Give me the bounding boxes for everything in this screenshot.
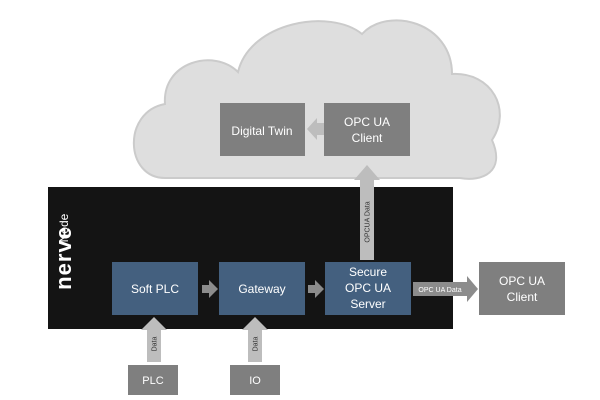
nerve-logo: nerve [51, 226, 76, 290]
arrow-server-to-cloud: OPCUA Data [354, 165, 380, 260]
digital-twin-label: Digital Twin [231, 124, 292, 138]
cloud-client-label-line1: OPC UA [344, 115, 390, 129]
soft-plc-label: Soft PLC [131, 282, 179, 296]
gateway-box: Gateway [219, 262, 305, 315]
digital-twin-box: Digital Twin [220, 103, 305, 156]
io-label: IO [249, 375, 261, 387]
io-device-box: IO [230, 365, 280, 395]
arrow-client-to-twin [307, 118, 324, 140]
plc-device-box: PLC [128, 365, 178, 395]
arrow-server-to-external-client: OPC UA Data [413, 276, 478, 302]
arrow-softplc-to-gateway [202, 280, 218, 298]
data-plc-label: Data [152, 337, 159, 352]
soft-plc-box: Soft PLC [112, 262, 198, 315]
plc-label: PLC [142, 375, 163, 387]
external-client-label-line2: Client [507, 290, 538, 304]
server-label-line3: Server [350, 297, 385, 311]
server-label-line2: OPC UA [345, 281, 391, 295]
external-client-label-line1: OPC UA [499, 274, 545, 288]
cloud-shape [132, 19, 501, 180]
server-label-line1: Secure [349, 265, 387, 279]
opcua-data-right-label: OPC UA Data [418, 287, 461, 294]
secure-opcua-server-box: Secure OPC UA Server [325, 262, 411, 315]
arrow-gateway-to-server [308, 280, 324, 298]
opcua-data-up-label: OPCUA Data [365, 201, 372, 242]
cloud-opcua-client-box: OPC UA Client [324, 103, 410, 156]
arrow-plc-to-softplc: Data [141, 317, 167, 362]
data-io-label: Data [253, 337, 260, 352]
cloud-client-label-line2: Client [352, 131, 383, 145]
node-label: Node [57, 213, 71, 242]
arrow-io-to-gateway: Data [242, 317, 268, 362]
gateway-label: Gateway [238, 282, 285, 296]
external-opcua-client-box: OPC UA Client [479, 262, 565, 315]
